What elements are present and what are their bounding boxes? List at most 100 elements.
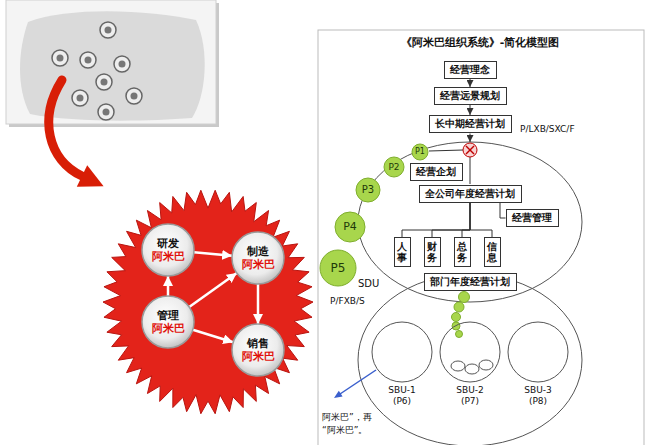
diagram-title: 《阿米巴组织系统》-简化模型图 — [401, 36, 560, 49]
cell — [114, 56, 130, 72]
stage-circle-shape — [335, 212, 365, 242]
node-text: P2 — [388, 162, 399, 173]
stage-circle-shape — [384, 157, 404, 177]
cell — [52, 50, 68, 66]
process-box: 全公司年度经营计划 — [419, 185, 522, 203]
transform-arrow-head — [77, 165, 104, 187]
sbu-circle: SBU-3(P8) — [507, 321, 569, 407]
stage-circle-shape — [412, 144, 428, 160]
pointer-line — [340, 370, 376, 394]
function-box: 信息 — [484, 237, 501, 267]
tree-line — [470, 203, 492, 237]
sbu-name: SBU-1 — [371, 385, 433, 396]
sbu-name: SBU-3 — [507, 385, 569, 396]
sbu-circle-outline — [371, 321, 433, 383]
node-text: P3 — [362, 184, 374, 196]
cell — [100, 22, 116, 38]
amoeba-circle: 制造阿米巴 — [231, 231, 285, 285]
cell — [126, 88, 142, 104]
unit-name: 制造 — [242, 245, 275, 258]
sbu-circle-outline — [507, 321, 569, 383]
unit-label: SDU — [358, 278, 379, 290]
sbu-circle-shape — [508, 322, 568, 382]
stage-number: (P6) — [371, 396, 433, 407]
node-text: 信息 — [487, 241, 497, 263]
cell — [72, 90, 88, 106]
flow-arrow — [470, 79, 471, 87]
stage-number: (P7) — [439, 396, 501, 407]
cell — [80, 52, 96, 68]
card-shadow — [9, 3, 219, 127]
sbu-circle-shape — [372, 322, 432, 382]
transform-arrow — [49, 80, 82, 176]
plan-line — [470, 157, 471, 184]
tree-line — [402, 203, 470, 237]
unit-name: 销售 — [242, 337, 275, 350]
model-panel — [318, 30, 644, 445]
process-box: 长中期经营计划 — [429, 115, 512, 133]
note-fragment: “阿米巴”。 — [322, 425, 367, 436]
stage-circle: P3 — [355, 177, 381, 203]
sbu-circle-outline — [439, 321, 501, 383]
sbu-circle: SBU-1(P6) — [371, 321, 433, 407]
flow-arrow — [194, 252, 232, 255]
node-text: 长中期经营计划 — [435, 118, 506, 130]
cross-mark — [466, 146, 474, 154]
cell-core — [85, 57, 92, 64]
node-text: 总务 — [457, 241, 467, 263]
amoeba-circle-shape — [142, 224, 194, 276]
unit-name: 管理 — [152, 309, 185, 322]
function-box: 总务 — [454, 237, 471, 267]
node-text: P5 — [331, 261, 346, 275]
sub-unit — [465, 364, 479, 374]
node-text: 部门年度经营计划 — [430, 276, 511, 288]
node-text: 经营理念 — [450, 64, 491, 76]
sbu-circle-shape — [440, 322, 500, 382]
cell-core — [105, 27, 112, 34]
cell — [96, 74, 112, 90]
amoeba-circle-shape — [232, 324, 284, 376]
sub-unit — [479, 360, 493, 370]
cell-core — [131, 93, 138, 100]
chain-dot — [456, 331, 463, 338]
flow-arrow — [470, 105, 471, 115]
node-text: 经营管理 — [512, 212, 553, 224]
code-label: P/LXB/SXC/F — [520, 124, 575, 135]
cell-group — [52, 22, 142, 120]
unit-name: 研发 — [152, 237, 185, 250]
stage-number: (P8) — [507, 396, 569, 407]
plan-arrow — [470, 134, 471, 143]
tree-line — [462, 203, 470, 237]
function-box: 财务 — [424, 237, 441, 267]
amoeba-word: 阿米巴 — [152, 322, 185, 335]
chain-dot — [454, 302, 464, 312]
amoeba-circle: 研发阿米巴 — [141, 223, 195, 277]
node-text: 人事 — [397, 241, 407, 263]
chain-dot — [452, 313, 461, 322]
plan-line — [429, 150, 463, 151]
flow-arrow — [257, 284, 260, 324]
flow-arrow — [189, 273, 237, 307]
department-circle — [358, 274, 582, 445]
tree-line — [432, 203, 470, 237]
cell — [98, 104, 114, 120]
sbu-circle: SBU-2(P7) — [439, 321, 501, 407]
node-text: 经营企划 — [416, 166, 457, 178]
note-fragment: 阿米巴”，再 — [322, 412, 372, 423]
function-box: 人事 — [394, 237, 411, 267]
cell-core — [57, 55, 64, 62]
node-text: 财务 — [427, 241, 437, 263]
cross-mark — [466, 146, 474, 154]
stage-circle-shape — [320, 250, 356, 286]
code-label: P/FXB/S — [330, 296, 365, 307]
sub-unit — [451, 361, 465, 371]
flow-arrow — [193, 330, 233, 343]
cell-core — [119, 61, 126, 68]
stage-circle: P4 — [334, 211, 366, 243]
cell-core — [103, 109, 110, 116]
starburst — [103, 190, 313, 413]
process-box: 经营远景规划 — [434, 87, 507, 105]
company-circle — [358, 142, 582, 302]
stage-circle: P5 — [319, 249, 357, 287]
